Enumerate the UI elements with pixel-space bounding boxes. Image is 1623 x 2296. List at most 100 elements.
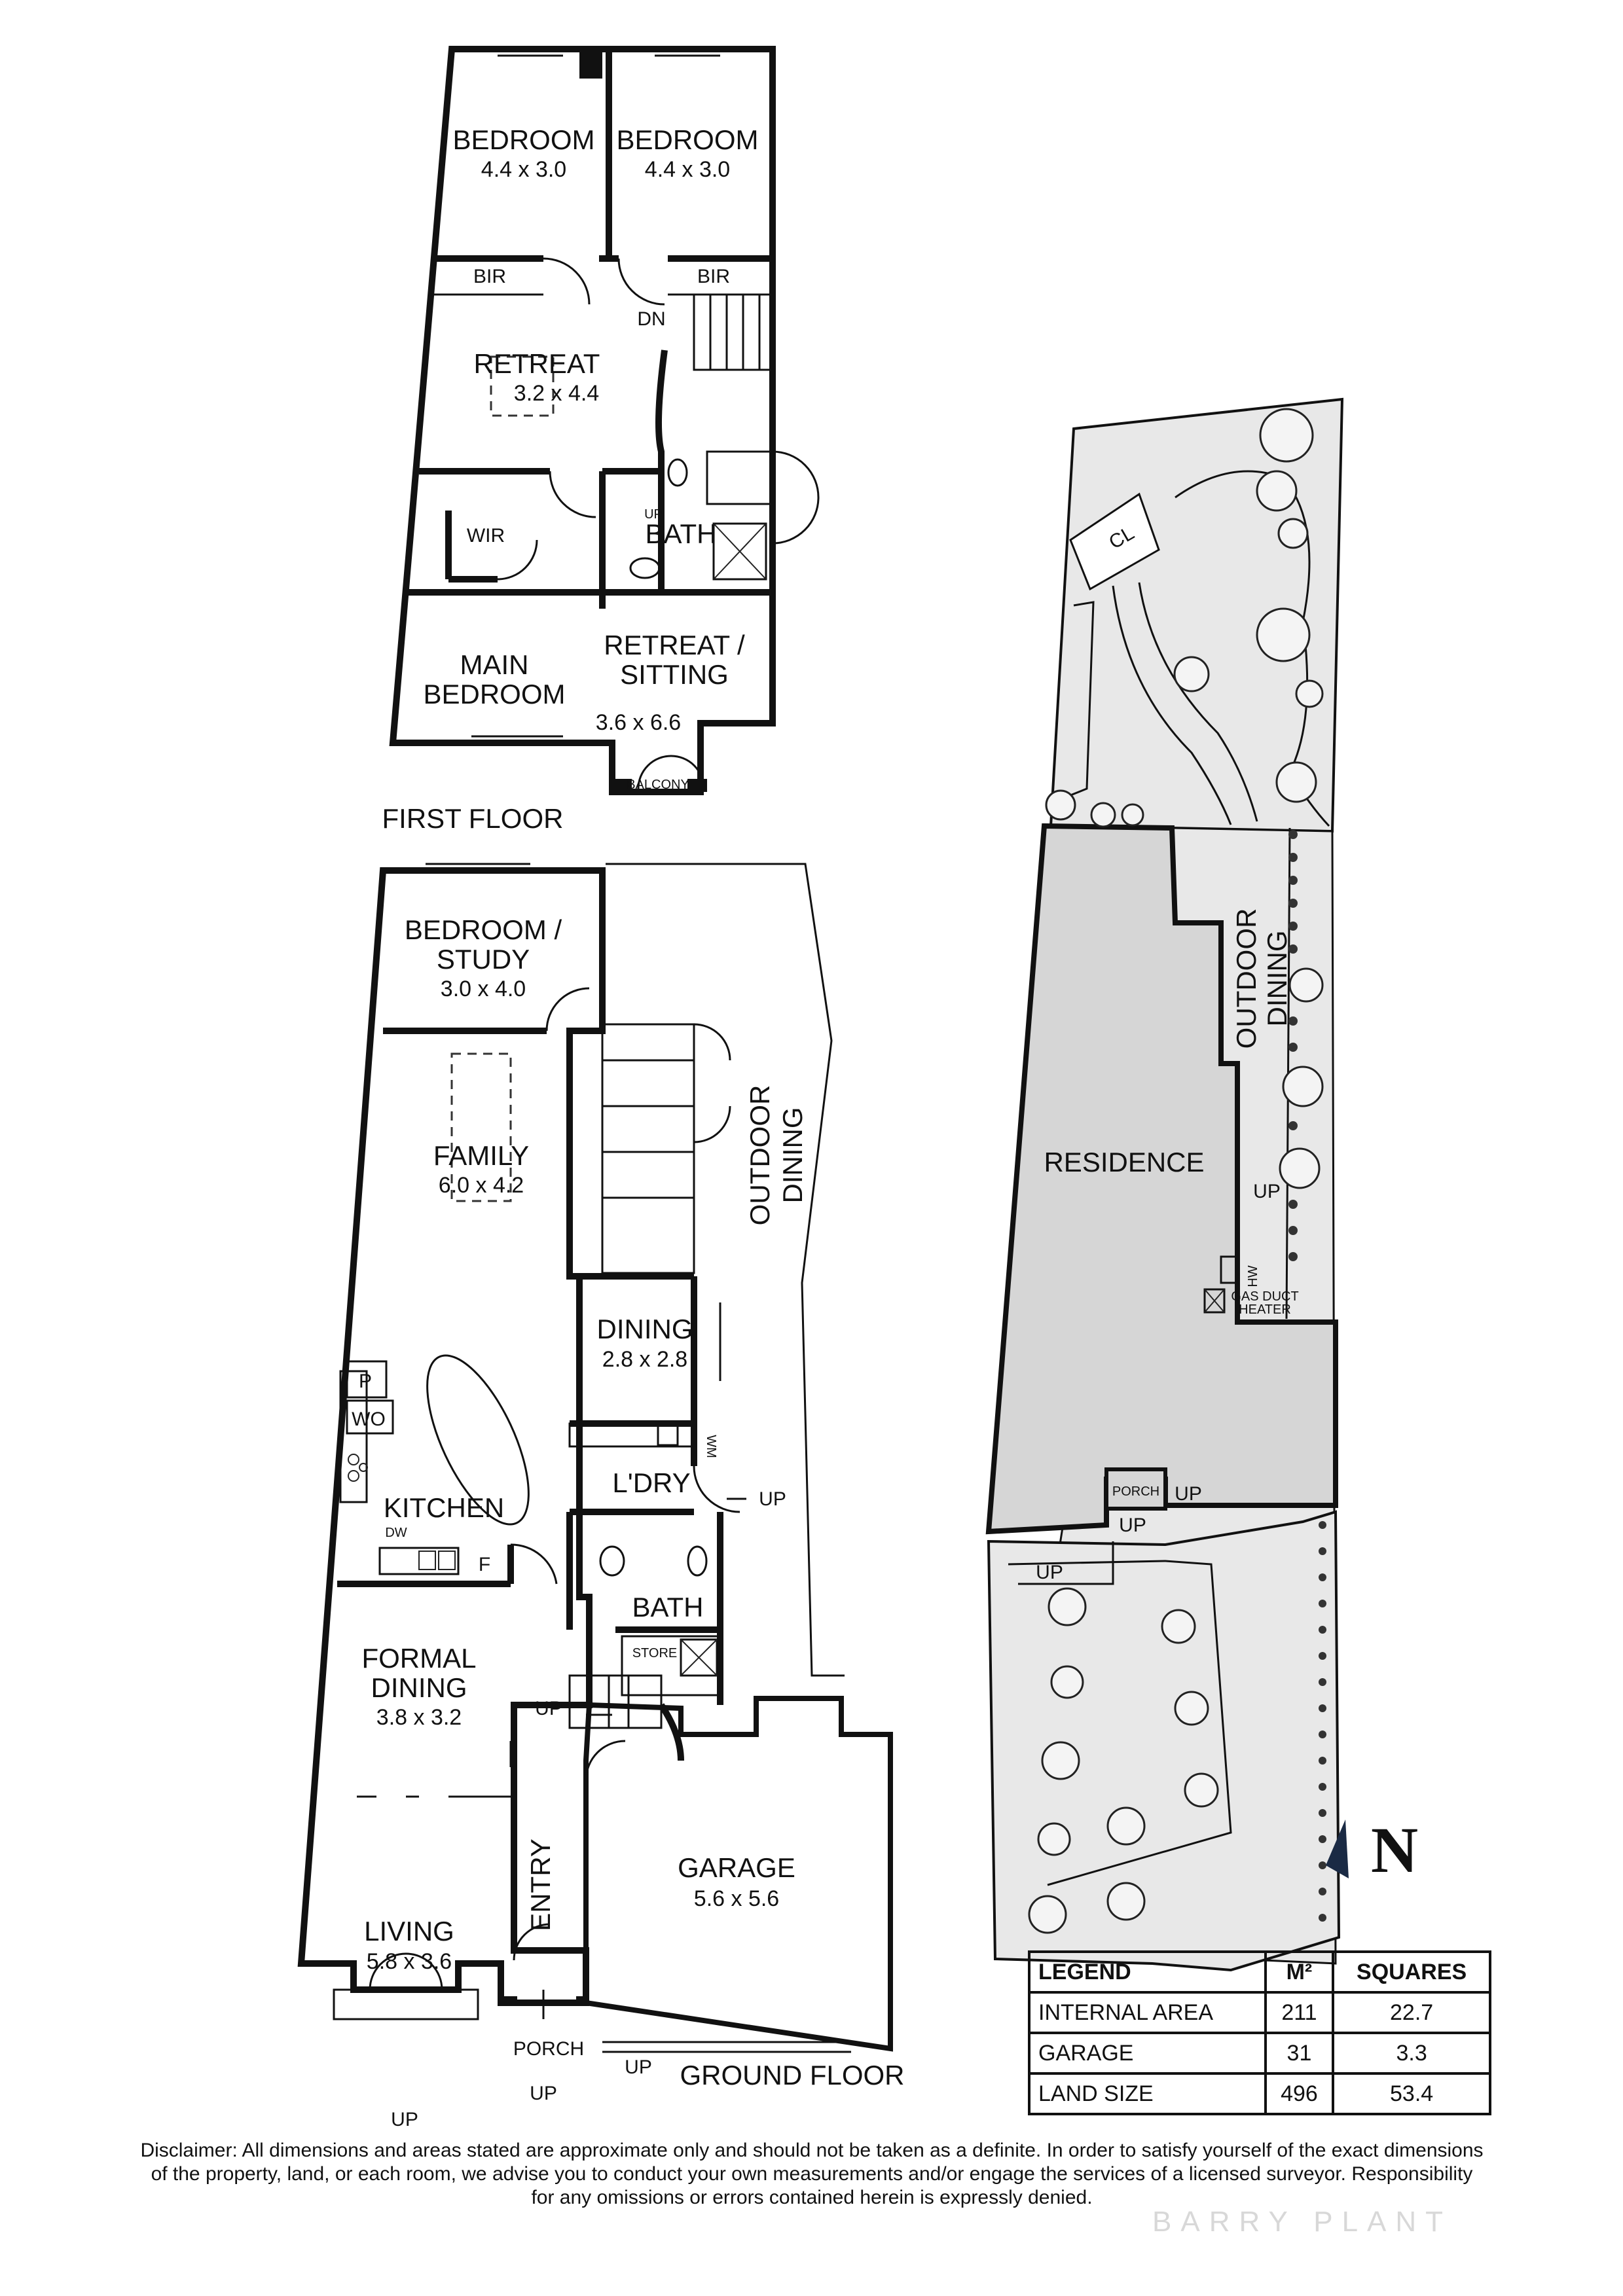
first-bedroom-2-size: 4.4 x 3.0 bbox=[645, 157, 730, 182]
dishwasher-label: DW bbox=[385, 1526, 407, 1540]
north-label: N bbox=[1371, 1814, 1418, 1886]
kitchen-sink-bench bbox=[378, 1547, 460, 1575]
door-swing bbox=[693, 1023, 731, 1061]
kitchen-door bbox=[510, 1543, 558, 1585]
cooktop-burner bbox=[359, 1463, 368, 1472]
post bbox=[576, 1996, 589, 2006]
site-porch-box bbox=[1104, 1467, 1167, 1511]
post bbox=[504, 1996, 517, 2006]
cooktop-burner bbox=[348, 1470, 359, 1482]
residence-label: RESIDENCE bbox=[1044, 1147, 1204, 1177]
stair-curve-wall bbox=[658, 1703, 684, 1761]
main-bedroom-label-1: MAIN bbox=[460, 649, 529, 680]
porch-front-up-label: UP bbox=[530, 2083, 557, 2104]
legend-row-m2: 211 bbox=[1264, 1991, 1335, 2034]
formal-dining-label-2: DINING bbox=[371, 1672, 467, 1703]
site-side-up-label: UP bbox=[1253, 1181, 1281, 1202]
first-floor-plan bbox=[389, 46, 820, 795]
dining-size: 2.8 x 2.8 bbox=[602, 1347, 687, 1372]
dining-label: DINING bbox=[597, 1314, 693, 1344]
store-box bbox=[621, 1635, 721, 1696]
porch-door bbox=[513, 1923, 551, 1961]
ground-outdoor-dining-label-2: DINING bbox=[777, 1107, 808, 1204]
study-door bbox=[545, 987, 590, 1031]
shower-base bbox=[712, 522, 767, 581]
wir-label: WIR bbox=[467, 525, 505, 547]
garage-label: GARAGE bbox=[678, 1852, 795, 1883]
ground-shower bbox=[680, 1638, 718, 1677]
sink-bowl bbox=[438, 1551, 456, 1570]
store-label: STORE bbox=[632, 1646, 678, 1660]
watermark-logo: BARRY PLANT bbox=[1152, 2206, 1453, 2238]
legend-row-label: INTERNAL AREA bbox=[1028, 1991, 1267, 2034]
site-plan bbox=[985, 397, 1349, 1972]
balcony-label: BALCONY bbox=[627, 778, 689, 792]
gas-duct-label-1: GAS DUCT bbox=[1231, 1289, 1298, 1304]
disclaimer-line-2: of the property, land, or each room, we … bbox=[151, 2163, 1473, 2185]
chimney bbox=[579, 49, 602, 79]
disclaimer-line-3: for any omissions or errors contained he… bbox=[531, 2187, 1093, 2208]
stair-down-label: DN bbox=[637, 308, 665, 330]
living-label: LIVING bbox=[364, 1916, 454, 1946]
formal-dining-label-1: FORMAL bbox=[361, 1643, 476, 1674]
shower bbox=[706, 450, 774, 505]
retreat-size: 3.2 x 4.4 bbox=[514, 381, 599, 406]
gas-duct-label-2: HEATER bbox=[1239, 1302, 1291, 1317]
path-rear bbox=[1112, 585, 1232, 825]
site-porch-up-label: UP bbox=[1175, 1483, 1202, 1505]
ground-toilet bbox=[599, 1545, 625, 1577]
entry-label: ENTRY bbox=[525, 1839, 556, 1931]
porch-up-label: UP bbox=[625, 2056, 652, 2078]
legend-header-label: LEGEND bbox=[1028, 1950, 1267, 1994]
site-porch-label: PORCH bbox=[1112, 1484, 1159, 1499]
gas-duct-heater-box bbox=[1203, 1288, 1226, 1314]
ground-floor-title: GROUND FLOOR bbox=[680, 2060, 904, 2090]
ground-basin bbox=[687, 1545, 708, 1577]
door-swing bbox=[693, 1105, 731, 1143]
laundry-bench bbox=[568, 1422, 695, 1448]
hot-water-box bbox=[1220, 1255, 1239, 1284]
door-swing bbox=[617, 258, 665, 306]
bedroom-study-label-2: STUDY bbox=[437, 944, 530, 975]
first-bath-label: BATH bbox=[646, 518, 717, 549]
fridge-label: F bbox=[479, 1554, 490, 1575]
legend-row-squares: 22.7 bbox=[1332, 1991, 1491, 2034]
hot-water-label: HW bbox=[1246, 1265, 1260, 1287]
legend-header-row: LEGEND M² SQUARES bbox=[1028, 1950, 1491, 1994]
north-arrow-icon bbox=[1326, 1820, 1349, 1878]
cooktop-burner bbox=[348, 1454, 359, 1465]
shrub-dots bbox=[1288, 830, 1326, 1922]
ground-stair bbox=[568, 1674, 663, 1729]
front-up-label: UP bbox=[391, 2109, 418, 2130]
legend-header-squares: SQUARES bbox=[1332, 1950, 1491, 1994]
kitchen-label: KITCHEN bbox=[384, 1492, 504, 1523]
legend-row-m2: 496 bbox=[1264, 2072, 1335, 2115]
site-outdoor-dining-label-1: OUTDOOR bbox=[1231, 908, 1262, 1049]
path-rear bbox=[1138, 582, 1258, 822]
wall-oven-label: WO bbox=[352, 1408, 386, 1430]
entry-door bbox=[585, 1740, 626, 1781]
bifold-door-frame bbox=[601, 1023, 695, 1274]
legend-row-squares: 3.3 bbox=[1332, 2032, 1491, 2075]
door-swing-exterior bbox=[772, 497, 820, 545]
toilet bbox=[667, 458, 688, 487]
first-floor-title: FIRST FLOOR bbox=[382, 803, 564, 834]
family-skylight bbox=[450, 1052, 512, 1202]
wall-oven-box bbox=[346, 1399, 394, 1435]
first-bedroom-1-label: BEDROOM bbox=[452, 124, 594, 155]
ground-floor-outline bbox=[297, 867, 606, 2006]
front-steps bbox=[1018, 1541, 1114, 1585]
disclaimer: Disclaimer: All dimensions and areas sta… bbox=[72, 2139, 1552, 2210]
formal-dining-size: 3.8 x 3.2 bbox=[376, 1705, 462, 1730]
door-swing bbox=[543, 257, 591, 305]
door-swing bbox=[549, 471, 596, 518]
wm-label: WM bbox=[704, 1435, 718, 1458]
ground-bath-label: BATH bbox=[632, 1592, 704, 1623]
basin bbox=[629, 557, 661, 579]
tree-group bbox=[1028, 408, 1324, 1934]
front-door bbox=[405, 1952, 443, 1990]
retreat-label: RETREAT bbox=[474, 348, 600, 379]
retreat-sitting-label-1: RETREAT / bbox=[604, 630, 745, 660]
heater-x bbox=[1204, 1289, 1225, 1313]
